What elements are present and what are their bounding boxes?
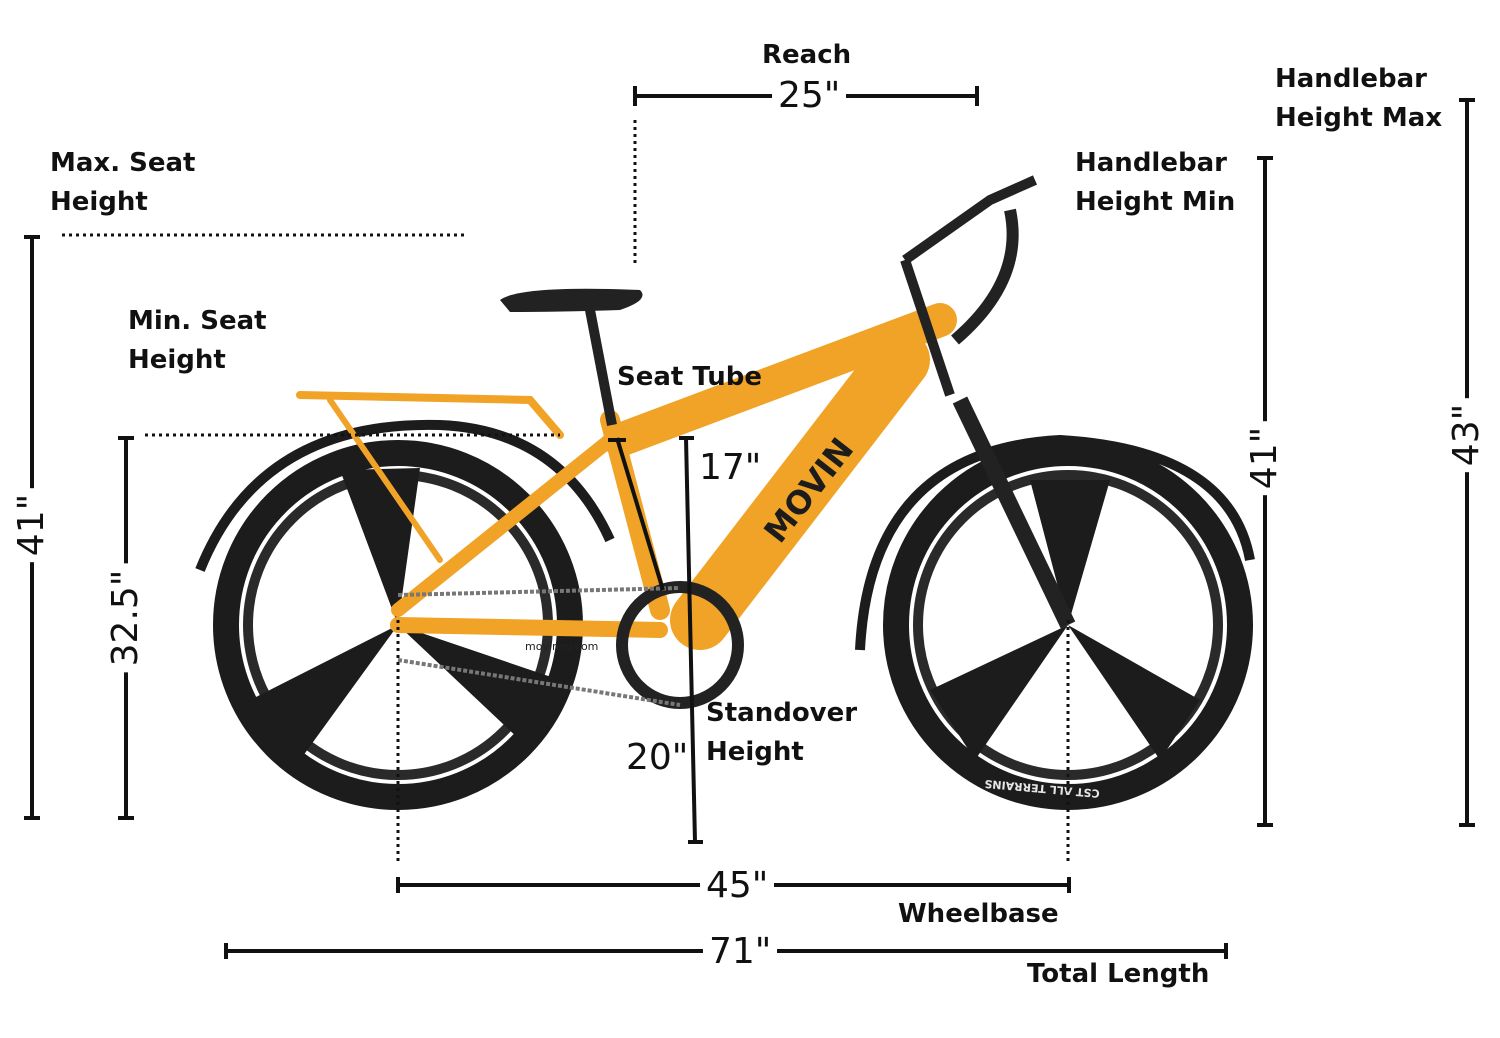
handlebar-stem xyxy=(900,175,1038,397)
standover-height-value: 20" xyxy=(626,737,689,778)
total-length-value: 71" xyxy=(703,932,778,972)
seat-post xyxy=(585,309,617,426)
front-fender xyxy=(855,434,1255,651)
handlebar-min-label: Handlebar Height Min xyxy=(1075,144,1235,222)
total-length-label: Total Length xyxy=(1027,959,1210,989)
seat-tube-line xyxy=(608,437,665,591)
min-seat-height-value: 32.5" xyxy=(105,563,146,673)
reach-value: 25" xyxy=(772,76,847,116)
website-text: movinev.com xyxy=(525,640,598,653)
standover-height-line xyxy=(679,436,703,844)
standover-height-label: Standover Height xyxy=(706,694,857,772)
max-seat-height-value: 41" xyxy=(11,487,52,563)
label-line: Handlebar xyxy=(1275,64,1427,94)
seat-tube-label: Seat Tube xyxy=(617,362,763,392)
chain xyxy=(397,586,681,707)
seat-tube-value: 17" xyxy=(699,447,762,488)
wheelbase-value: 45" xyxy=(700,866,775,906)
frame xyxy=(296,303,957,650)
label-line: Height xyxy=(128,345,226,375)
label-line: Height xyxy=(50,187,148,217)
wheelbase-label: Wheelbase xyxy=(898,899,1059,929)
max-seat-height-label: Max. Seat Height xyxy=(50,144,195,222)
min-seat-height-label: Min. Seat Height xyxy=(128,302,267,380)
label-line: Min. Seat xyxy=(128,306,267,336)
handlebar-min-value: 41" xyxy=(1244,420,1285,496)
bike-illustration: CST ALL TERRAINS MOVIN movinev.com xyxy=(195,175,1255,810)
handlebar-max-value: 43" xyxy=(1446,397,1487,473)
label-line: Height xyxy=(706,737,804,767)
label-line: Max. Seat xyxy=(50,148,196,178)
label-line: Standover xyxy=(706,698,858,728)
handlebar-max-label: Handlebar Height Max xyxy=(1275,60,1442,138)
handlebar-grip xyxy=(951,208,1019,345)
fork xyxy=(952,396,1076,629)
label-line: Height Min xyxy=(1075,187,1236,217)
seat xyxy=(500,288,643,312)
label-line: Height Max xyxy=(1275,103,1443,133)
reach-label: Reach xyxy=(762,40,852,70)
label-line: Handlebar xyxy=(1075,148,1227,178)
